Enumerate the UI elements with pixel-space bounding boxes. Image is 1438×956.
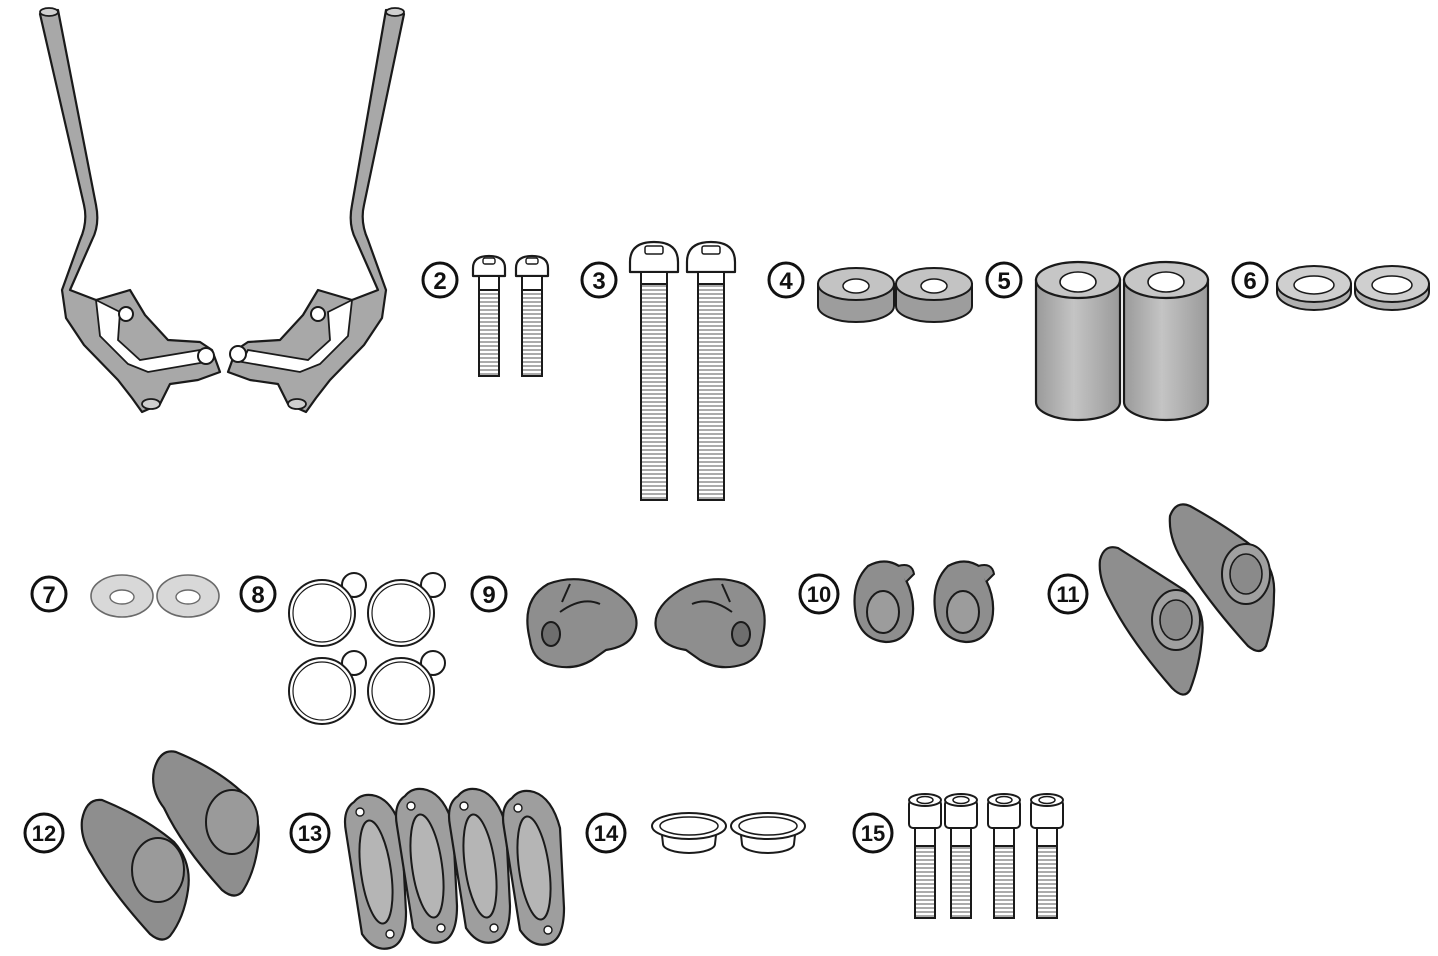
part-label-text: 15 — [861, 821, 885, 846]
part-label-text: 14 — [594, 821, 619, 846]
socket-screw — [987, 793, 1021, 919]
part-label-text: 7 — [42, 582, 55, 609]
bracket-large — [1168, 503, 1276, 653]
part-label-10: 10 — [798, 573, 840, 615]
washer-thick-group — [817, 267, 973, 323]
part-label-14: 14 — [585, 812, 627, 854]
spacer-tall — [1034, 260, 1122, 422]
washer-thin — [156, 574, 220, 618]
socket-screw — [908, 793, 942, 919]
bolt-long-group — [628, 240, 737, 502]
bolt-long — [628, 240, 680, 502]
washer-flat — [1276, 265, 1352, 311]
spacer-tall — [1122, 260, 1210, 422]
washer-thick — [817, 267, 895, 323]
cap-clip — [933, 560, 996, 644]
bracket-plate-group — [80, 750, 260, 941]
washer-thick — [895, 267, 973, 323]
part-label-text: 4 — [779, 268, 793, 295]
frame-bracket — [38, 7, 406, 414]
washer-flat — [1354, 265, 1430, 311]
part-label-text: 2 — [433, 268, 446, 295]
bolt-short — [514, 254, 550, 378]
part-label-text: 11 — [1056, 582, 1079, 607]
part-label-text: 10 — [807, 582, 831, 607]
part-label-4: 4 — [767, 261, 805, 299]
socket-screw-group — [908, 793, 1064, 919]
part-label-9: 9 — [470, 575, 508, 613]
washer-flat-group — [1276, 265, 1430, 311]
part-label-8: 8 — [239, 575, 277, 613]
bolt-short — [471, 254, 507, 378]
knob-mount-group — [526, 578, 766, 669]
part-label-13: 13 — [289, 812, 331, 854]
clip-ring — [288, 650, 367, 725]
part-label-2: 2 — [421, 261, 459, 299]
bolt-long — [685, 240, 737, 502]
part-label-text: 9 — [482, 582, 495, 609]
part-label-12: 12 — [23, 812, 65, 854]
cap-clip — [853, 560, 916, 644]
rubber-gasket — [501, 789, 566, 946]
washer-thin-group — [90, 574, 220, 618]
socket-screw — [944, 793, 978, 919]
knob-mount — [654, 578, 766, 669]
part-label-text: 3 — [592, 268, 605, 295]
bracket-large — [1098, 546, 1204, 696]
bracket-plate — [80, 798, 190, 941]
bracket-plate — [152, 750, 260, 897]
clip-ring — [367, 572, 446, 647]
part-label-6: 6 — [1231, 261, 1269, 299]
part-label-5: 5 — [985, 261, 1023, 299]
part-label-text: 8 — [251, 582, 264, 609]
bolt-short-group — [471, 254, 550, 378]
washer-thin — [90, 574, 154, 618]
part-label-text: 5 — [997, 268, 1010, 295]
part-label-11: 11 — [1047, 573, 1089, 615]
part-label-text: 6 — [1243, 268, 1256, 295]
part-label-text: 13 — [298, 821, 322, 846]
part-label-7: 7 — [30, 575, 68, 613]
bushing — [651, 812, 727, 854]
clip-ring-group — [288, 572, 446, 725]
part-label-text: 12 — [32, 821, 56, 846]
clip-ring — [367, 650, 446, 725]
bushing — [730, 812, 806, 854]
socket-screw — [1030, 793, 1064, 919]
clip-ring — [288, 572, 367, 647]
part-label-15: 15 — [852, 812, 894, 854]
bracket-large-group — [1098, 503, 1276, 696]
part-label-3: 3 — [580, 261, 618, 299]
knob-mount — [526, 578, 638, 669]
cap-clip-group — [853, 560, 996, 644]
spacer-tall-group — [1034, 260, 1210, 422]
rubber-gasket — [447, 787, 512, 944]
bushing-group — [651, 812, 806, 854]
rubber-gasket-group — [343, 787, 566, 950]
